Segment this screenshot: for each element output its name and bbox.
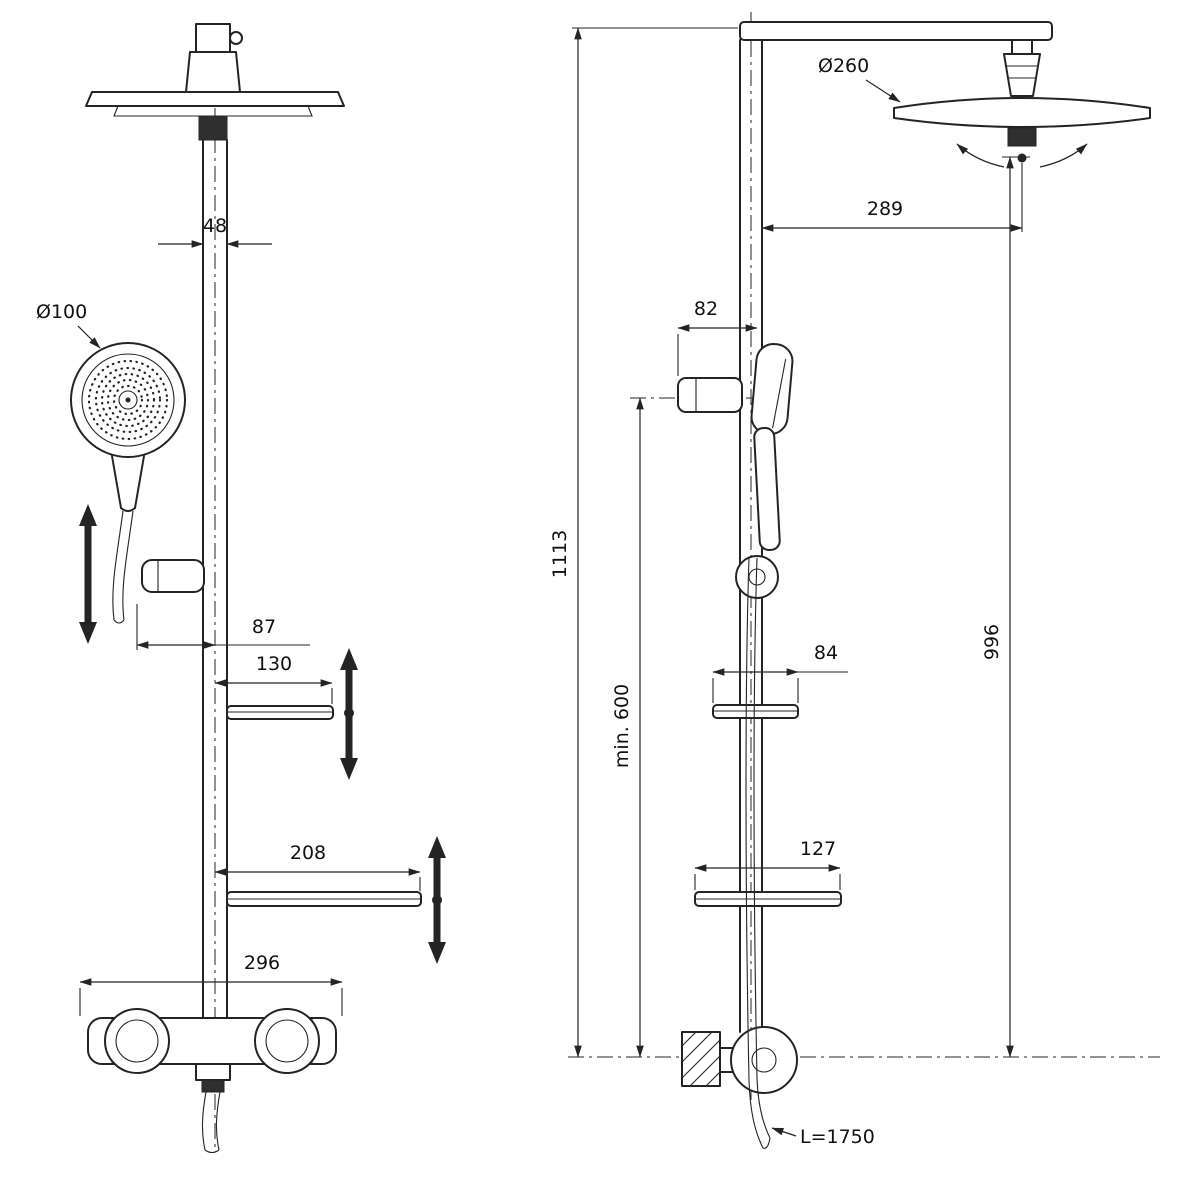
hand-shower-front [70, 342, 186, 624]
hose-length-label: L=1750 [800, 1126, 875, 1148]
dim-rail-height-label: 996 [981, 624, 1003, 660]
dim-overall-height: 1113 [549, 27, 738, 1058]
overhead-shower-front [85, 91, 345, 141]
handshower-hose-side [745, 557, 771, 1149]
large-shelf-front [226, 891, 422, 907]
adjust-arrow-small-shelf [340, 648, 358, 780]
head-connector-front [198, 115, 228, 141]
mixer-side [681, 1026, 798, 1094]
head-diameter-callout: Ø260 [818, 55, 901, 103]
side-view: 1113 min. 600 996 [549, 12, 1160, 1149]
mixer-hatching [681, 1031, 721, 1087]
handshower-diameter-label: Ø100 [36, 301, 87, 323]
large-shelf-side [694, 891, 842, 907]
head-joint-side [1003, 39, 1041, 97]
front-view: 48 Ø100 [36, 23, 446, 1154]
dim-large-shelf-depth-label: 127 [800, 838, 836, 860]
hand-shower-holder-front [141, 559, 205, 593]
adjust-arrow-large-shelf [428, 836, 446, 964]
adjust-arrow-handshower [79, 504, 97, 644]
wall-bracket-side [677, 377, 743, 413]
dim-head-reach-label: 289 [867, 198, 903, 220]
hand-shower-side [750, 343, 794, 551]
dim-large-shelf-label: 208 [290, 842, 326, 864]
dim-bracket-depth-label: 82 [694, 298, 718, 320]
mixer-front [87, 1008, 337, 1154]
small-shelf-side [712, 704, 799, 719]
dim-bracket-depth: 82 [677, 298, 758, 376]
dim-large-shelf-depth: 127 [694, 838, 841, 890]
head-tilt-indicator [956, 143, 1088, 232]
dim-large-shelf-width: 208 [214, 842, 421, 891]
outlet-hose-front [201, 1091, 207, 1151]
top-connector-front [185, 23, 243, 93]
head-diameter-label: Ø260 [818, 55, 869, 77]
hose-length-callout: L=1750 [771, 1126, 875, 1148]
dim-head-reach: 289 [761, 198, 1023, 232]
dim-mixer-width-label: 296 [244, 952, 280, 974]
handshower-handle-front [111, 455, 122, 509]
dim-small-shelf-label: 130 [256, 653, 292, 675]
overhead-shower-side [893, 97, 1151, 147]
dim-mixer-width: 296 [79, 952, 343, 1016]
mixer-handle-left [104, 1008, 170, 1074]
dim-pipe-width-label: 48 [203, 215, 227, 237]
hand-shower-holder-side [735, 555, 779, 599]
mixer-outlet-front [195, 1063, 231, 1081]
dim-small-shelf-depth: 84 [712, 642, 848, 703]
dim-holder-offset-label: 87 [252, 616, 276, 638]
top-arm-side [739, 21, 1053, 41]
dim-min-mount-height: min. 600 [611, 397, 644, 1058]
mixer-handle-right [254, 1008, 320, 1074]
dim-min-mount-height-label: min. 600 [611, 684, 633, 768]
dim-overall-height-label: 1113 [549, 530, 571, 578]
handshower-diameter-callout: Ø100 [36, 301, 101, 349]
dim-small-shelf-width: 130 [214, 653, 333, 704]
head-connector-side [1007, 127, 1037, 147]
dim-rail-height: 996 [981, 156, 1030, 1058]
handshower-handle-side [753, 427, 781, 551]
small-shelf-front [226, 705, 334, 720]
handshower-hose-front [112, 510, 124, 621]
dim-pipe-width: 48 [158, 215, 272, 248]
dim-holder-offset: 87 [136, 604, 310, 650]
dim-small-shelf-depth-label: 84 [814, 642, 838, 664]
